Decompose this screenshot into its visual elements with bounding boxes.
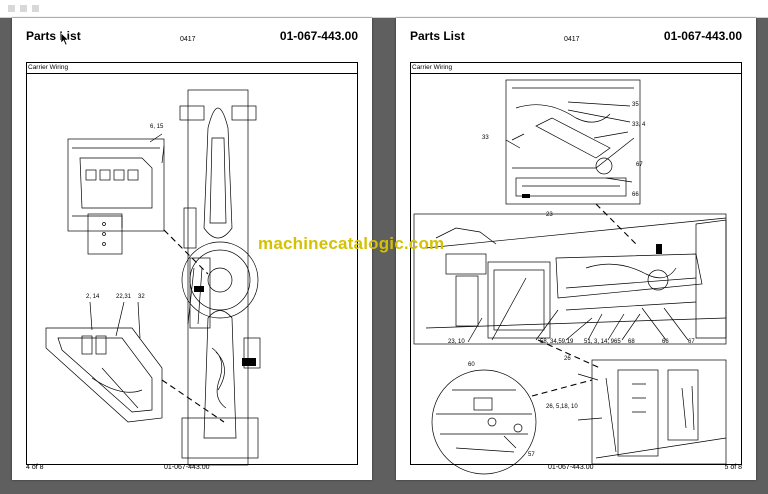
drawing-frame: [410, 62, 742, 465]
callout-32: 32: [138, 294, 145, 300]
watermark: machinecatalogic.com: [258, 234, 445, 253]
callout-33: 33: [482, 135, 489, 141]
callout-60: 60: [468, 362, 475, 368]
revision-code: 0417: [564, 36, 580, 43]
footer-page-number: 5 of 8: [724, 464, 742, 471]
footer-part-number: 01-067-443.00: [548, 464, 594, 471]
section-label: Carrier Wiring: [28, 64, 69, 71]
section-divider: [26, 73, 358, 74]
part-number: 01-067-443.00: [279, 29, 358, 43]
callout-23-10: 23, 10: [448, 339, 465, 345]
callout-22-31: 22,31: [116, 294, 132, 300]
back-icon[interactable]: [8, 5, 15, 12]
callout-23: 23: [546, 212, 553, 218]
callout-68: 68: [628, 339, 635, 345]
page-title: Parts List: [410, 29, 465, 43]
callout-67: 67: [636, 162, 643, 168]
callout-2-14: 2, 14: [86, 294, 100, 300]
revision-code: 0417: [180, 36, 196, 43]
mouse-cursor-icon: [60, 32, 70, 46]
carrier-wiring-drawing-left: 6, 15 2, 14 22,31 32: [45, 89, 261, 466]
zoom-icon[interactable]: [32, 5, 39, 12]
callout-65: 65: [614, 339, 621, 345]
callout-33-4: 33, 4: [632, 122, 646, 128]
part-number: 01-067-443.00: [663, 29, 742, 43]
callout-57: 57: [528, 452, 535, 458]
callout-26: 26: [564, 356, 571, 362]
section-divider: [410, 73, 742, 74]
callout-35: 35: [632, 102, 639, 108]
callout-58-34-59-19: 58, 34,59,19: [540, 339, 574, 345]
callout-26-5-18-10: 26, 5,18, 10: [546, 404, 578, 410]
document-page-left: Parts List 0417 01-067-443.00 Carrier Wi…: [12, 18, 372, 480]
document-page-right: Parts List 0417 01-067-443.00 Carrier Wi…: [396, 18, 756, 480]
footer-page-number: 4 of 8: [26, 464, 44, 471]
forward-icon[interactable]: [20, 5, 27, 12]
callout-6-15: 6, 15: [150, 124, 164, 130]
section-label: Carrier Wiring: [412, 64, 453, 71]
callout-51-3-14-9: 51, 3, 14, 9: [584, 339, 615, 345]
carrier-wiring-drawing-right: 35 33 33, 4 67 66 23 23, 10 58, 34,59,19…: [413, 79, 727, 475]
drawing-frame: [26, 62, 358, 465]
callout-67-b: 67: [688, 339, 695, 345]
callout-66: 66: [632, 192, 639, 198]
footer-part-number: 01-067-443.00: [164, 464, 210, 471]
viewer-toolbar: [0, 0, 768, 18]
callout-66-b: 66: [662, 339, 669, 345]
